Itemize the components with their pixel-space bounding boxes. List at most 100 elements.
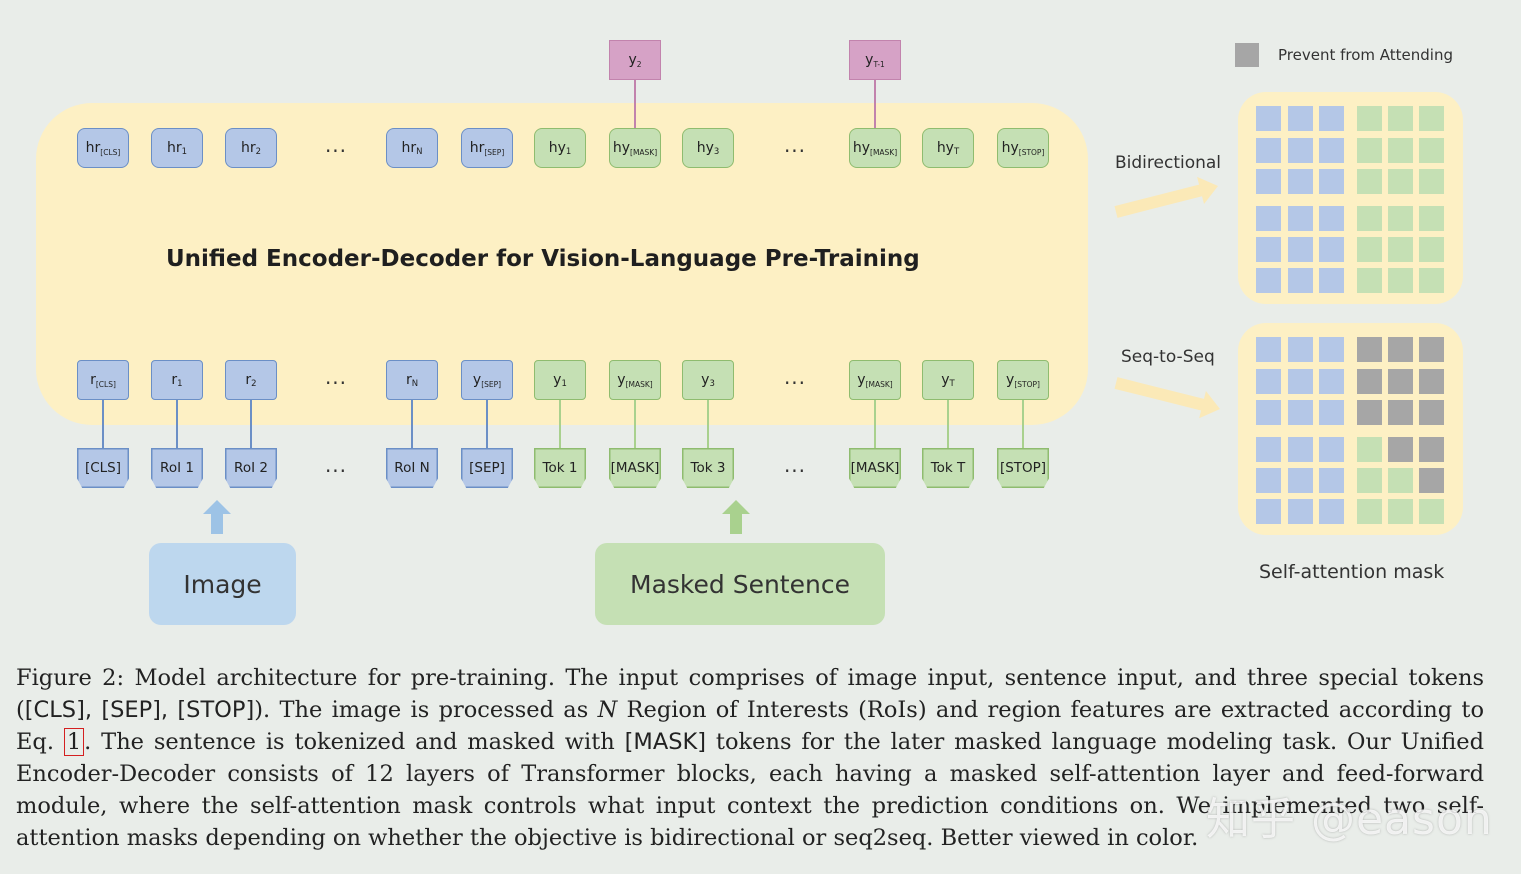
mask-cell-image <box>1256 400 1281 425</box>
token-subscript: 2 <box>255 147 262 157</box>
ellipsis: ... <box>783 133 807 157</box>
mask-cell-blocked <box>1419 400 1444 425</box>
input-token: RoI 2 <box>225 448 277 488</box>
mask-cell-text <box>1419 138 1444 163</box>
hidden-state-token: hr[CLS] <box>77 128 129 168</box>
input-token: [MASK] <box>609 448 661 488</box>
token-symbol: y <box>617 372 626 388</box>
mask-cell-image <box>1256 499 1281 524</box>
mask-cell-image <box>1256 369 1281 394</box>
token-symbol: y <box>701 372 710 388</box>
masked-sentence-label: Masked Sentence <box>630 569 850 599</box>
mask-cell-blocked <box>1419 337 1444 362</box>
token-subscript: [CLS] <box>95 379 116 389</box>
mask-cell-blocked <box>1388 337 1413 362</box>
input-token: [MASK] <box>849 448 901 488</box>
input-token: RoI 1 <box>151 448 203 488</box>
token-symbol: r <box>171 372 178 388</box>
token-subscript: [MASK] <box>630 147 658 157</box>
token-symbol: r <box>245 372 252 388</box>
mask-cell-text <box>1419 268 1444 293</box>
mask-cell-blocked <box>1388 400 1413 425</box>
mask-cell-image <box>1319 437 1344 462</box>
self-attention-mask-caption: Self-attention mask <box>1259 561 1445 583</box>
mask-cell-image <box>1256 437 1281 462</box>
mask-cell-image <box>1319 400 1344 425</box>
ellipsis: ... <box>324 133 348 157</box>
caption-special-tokens: [CLS], [SEP], [STOP] <box>24 697 255 723</box>
token-symbol: y <box>865 52 874 68</box>
mask-cell-image <box>1288 499 1313 524</box>
masked-sentence-input-box: Masked Sentence <box>595 543 885 625</box>
mask-cell-text <box>1388 169 1413 194</box>
mask-cell-text <box>1388 468 1413 493</box>
token-symbol: hy <box>936 140 954 156</box>
mask-cell-image <box>1256 268 1281 293</box>
token-subscript: 1 <box>181 147 188 157</box>
token-subscript: N <box>416 147 423 157</box>
token-symbol: y <box>1006 372 1015 388</box>
input-token: [STOP] <box>997 448 1049 488</box>
mask-cell-image <box>1288 437 1313 462</box>
mask-cell-image <box>1256 138 1281 163</box>
mask-cell-image <box>1288 337 1313 362</box>
token-subscript: 2 <box>636 59 642 69</box>
legend-label: Prevent from Attending <box>1278 46 1453 64</box>
mask-cell-image <box>1319 369 1344 394</box>
caption-part-3: Region of Interests (RoIs) and region fe… <box>16 697 1484 755</box>
mask-cell-text <box>1388 106 1413 131</box>
mask-cell-image <box>1288 206 1313 231</box>
mask-cell-text <box>1419 106 1444 131</box>
embedding-token: r[CLS] <box>77 360 129 400</box>
mask-cell-blocked <box>1388 437 1413 462</box>
mask-cell-image <box>1256 337 1281 362</box>
token-subscript: [SEP] <box>481 379 502 389</box>
image-label: Image <box>183 569 262 599</box>
mask-cell-image <box>1288 468 1313 493</box>
token-symbol: hr <box>240 140 256 156</box>
mask-cell-image <box>1319 337 1344 362</box>
token-symbol: r <box>90 372 96 388</box>
mask-cell-image <box>1288 237 1313 262</box>
hidden-state-token: hy[MASK] <box>609 128 661 168</box>
hidden-state-token: hy[STOP] <box>997 128 1049 168</box>
mask-cell-text <box>1419 499 1444 524</box>
bidirectional-arrow <box>1114 176 1218 218</box>
prevent-attending-swatch <box>1235 43 1259 67</box>
mask-cell-image <box>1319 106 1344 131</box>
mask-cell-text <box>1357 237 1382 262</box>
equation-reference-link[interactable]: 1 <box>63 728 85 756</box>
token-subscript: [SEP] <box>484 147 505 157</box>
token-symbol: y <box>941 372 950 388</box>
mask-cell-text <box>1388 237 1413 262</box>
mask-cell-image <box>1319 499 1344 524</box>
token-symbol: y <box>553 372 562 388</box>
token-symbol: hy <box>852 140 871 156</box>
mask-cell-text <box>1357 138 1382 163</box>
token-subscript: 3 <box>713 147 720 157</box>
mask-cell-text <box>1357 499 1382 524</box>
mask-cell-text <box>1357 468 1382 493</box>
token-subscript: 1 <box>561 379 567 389</box>
image-input-box: Image <box>149 543 296 625</box>
mask-cell-image <box>1319 268 1344 293</box>
hidden-state-token: hr[SEP] <box>461 128 513 168</box>
token-symbol: y <box>628 52 637 68</box>
token-subscript: [MASK] <box>870 147 898 157</box>
mask-cell-text <box>1419 237 1444 262</box>
mask-cell-image <box>1319 138 1344 163</box>
token-symbol: hy <box>1001 140 1019 156</box>
token-subscript: 3 <box>709 379 715 389</box>
mask-cell-text <box>1419 206 1444 231</box>
token-subscript: [CLS] <box>100 147 121 157</box>
